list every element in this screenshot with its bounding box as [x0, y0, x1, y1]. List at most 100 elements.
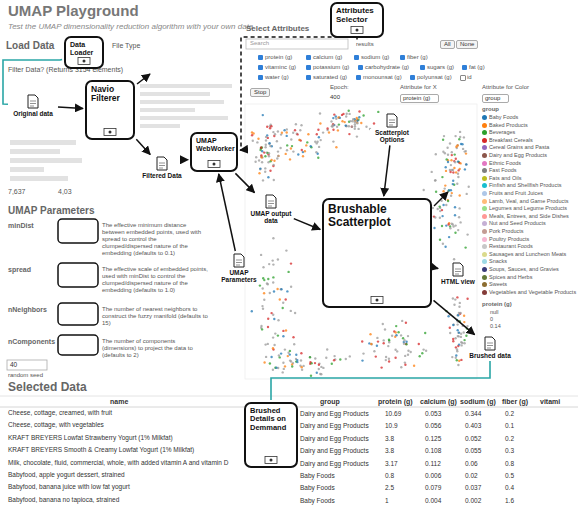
scatter-point: [270, 312, 272, 314]
legend-swatch: [482, 275, 487, 280]
scatter-point: [292, 132, 294, 134]
scatter-point: [439, 239, 441, 241]
scatter-point: [458, 138, 460, 140]
scatter-point: [333, 113, 335, 115]
scatter-point: [270, 159, 272, 161]
scatter-point: [291, 363, 293, 365]
legend-swatch: [482, 153, 487, 158]
scatter-point: [300, 359, 302, 361]
table-cell: Dairy and Egg Products: [300, 435, 369, 442]
icon-body: [104, 129, 116, 136]
scatter-point: [317, 157, 319, 159]
scatter-point: [295, 123, 297, 125]
table-cell: 0.344: [465, 410, 481, 417]
scatter-point: [257, 138, 259, 140]
legend-swatch: [482, 244, 487, 249]
bar: [10, 140, 76, 145]
scatter-point: [419, 355, 421, 357]
scatter-point: [404, 355, 406, 357]
legend-item: Dairy and Egg Products: [482, 153, 547, 159]
legend-text: Snacks: [489, 258, 507, 264]
legend-item: Soups, Sauces, and Gravies: [482, 267, 559, 273]
scatter-point: [459, 131, 461, 133]
scatter-point: [269, 362, 271, 364]
checkbox-label: water (g): [258, 74, 289, 81]
scatter-point: [404, 364, 406, 366]
table-cell: 0.004: [425, 497, 441, 504]
document-lines: [159, 163, 165, 168]
scatter-point: [266, 282, 268, 284]
table-cell: 0.112: [425, 460, 441, 467]
scatter-point: [260, 147, 262, 149]
output-arrow: [137, 74, 150, 84]
document-outline: [485, 337, 495, 350]
data-icon-node: Filtered Data: [138, 156, 186, 179]
component-icon: [204, 160, 224, 168]
legend-item: Meals, Entrees, and Side Dishes: [482, 214, 569, 220]
scatter-point: [376, 345, 378, 347]
scatter-point: [356, 117, 358, 119]
scatter-point: [453, 324, 455, 326]
scatter-point: [263, 299, 265, 301]
table-cell: 2.5: [385, 484, 394, 491]
legend-item: Fats and Oils: [482, 176, 521, 182]
table-cell: Baby Foods: [300, 484, 335, 491]
scatter-point: [354, 128, 356, 130]
component-icon: [100, 128, 120, 136]
scatter-point: [400, 366, 402, 368]
scatter-point: [455, 346, 457, 348]
ui-label: Attribute for Color: [482, 84, 529, 91]
scatter-point: [310, 145, 312, 147]
legend-text: Ethnic Foods: [489, 160, 521, 166]
bar: [10, 149, 60, 154]
connector: [434, 268, 438, 269]
scatter-point: [301, 149, 303, 151]
document-lines: [487, 343, 493, 348]
ui-label: All: [440, 40, 455, 49]
scatter-point: [269, 145, 271, 147]
scatter-point: [377, 340, 379, 342]
table-cell: Milk, chocolate, fluid, commercial, whol…: [8, 460, 240, 466]
scatter-point: [361, 340, 363, 342]
scatter-point: [458, 161, 460, 163]
output-arrow: [434, 192, 448, 206]
table-cell: Cheese, cottage, creamed, with fruit: [8, 410, 240, 416]
scatter-point: [280, 352, 282, 354]
table-cell: KRAFT BREYERS Smooth & Creamy Lowfat Yog…: [8, 447, 240, 453]
scatter-point: [356, 122, 358, 124]
legend-swatch: [482, 206, 487, 211]
scatter-point: [269, 170, 271, 172]
component-icon: [74, 57, 94, 65]
scatter-point: [454, 214, 456, 216]
scatter-point: [264, 167, 266, 169]
scatter-point: [283, 129, 285, 131]
legend-text: Sausages and Luncheon Meats: [489, 251, 566, 257]
scatter-point: [405, 343, 407, 345]
scatter-point: [300, 124, 302, 126]
scatter-point: [276, 157, 278, 159]
scatter-point: [345, 124, 347, 126]
scatter-point: [454, 161, 456, 163]
scatter-point: [276, 288, 278, 290]
legend-text: Baby Foods: [489, 114, 518, 120]
scatter-point: [405, 341, 407, 343]
scatter-point: [310, 375, 312, 377]
scatter-point: [322, 131, 324, 133]
legend-text: Legumes and Legume Products: [489, 205, 567, 211]
table-cell: 3.8: [385, 447, 394, 454]
scatter-point: [341, 120, 343, 122]
scatter-point: [395, 325, 397, 327]
scatter-point: [458, 216, 460, 218]
scatter-point: [457, 335, 459, 337]
scatter-point: [356, 120, 358, 122]
scatter-point: [454, 153, 456, 155]
scatter-point: [280, 288, 282, 290]
scatter-point: [349, 355, 351, 357]
scatter-point: [454, 224, 456, 226]
legend-swatch: [482, 267, 487, 272]
legend-item: Pork Products: [482, 229, 524, 235]
document-outline: [28, 95, 38, 108]
scatter-point: [316, 372, 318, 374]
connector: [384, 145, 390, 196]
